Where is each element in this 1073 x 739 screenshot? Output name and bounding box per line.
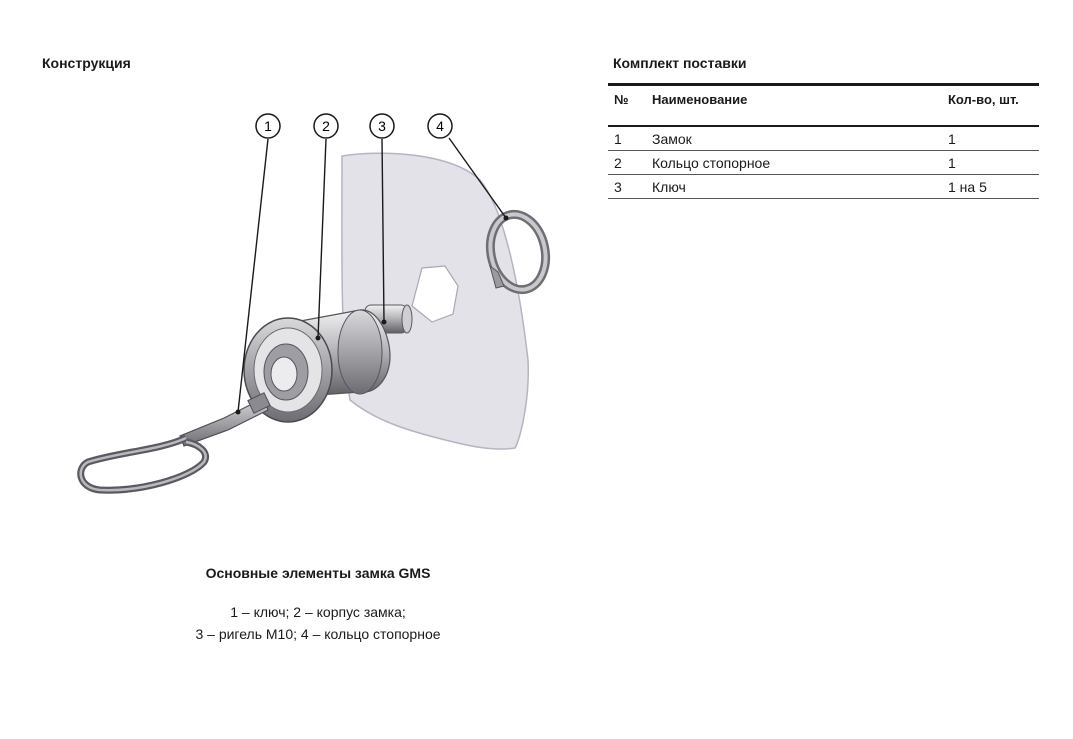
hex-hole — [411, 265, 459, 323]
figure-caption-line-2: 3 – ригель М10; 4 – кольцо стопорное — [195, 626, 441, 642]
svg-text:3: 3 — [378, 118, 386, 134]
svg-text:1: 1 — [264, 118, 272, 134]
table-row: 2 Кольцо стопорное 1 — [608, 150, 1039, 175]
section-title-delivery-set: Комплект поставки — [613, 55, 747, 71]
figure-caption-title: Основные элементы замка GMS — [205, 565, 431, 581]
cell-number: 2 — [608, 150, 646, 175]
table-row: 3 Ключ 1 на 5 — [608, 174, 1039, 199]
cell-quantity: 1 — [942, 150, 1039, 175]
cell-name: Замок — [646, 126, 942, 151]
column-header-number: № — [614, 92, 629, 107]
column-header-name: Наименование — [652, 92, 748, 107]
cell-quantity: 1 на 5 — [942, 174, 1039, 199]
column-header-quantity: Кол-во, шт. — [948, 92, 1019, 107]
key — [77, 392, 271, 494]
cell-number: 3 — [608, 174, 646, 199]
callout-1: 1 — [255, 113, 281, 139]
table-header-row: № Наименование Кол-во, шт. — [608, 84, 1039, 126]
lock-assembly-diagram: 1 2 3 4 — [77, 113, 551, 494]
callout-3: 3 — [369, 113, 395, 139]
cell-name: Кольцо стопорное — [646, 150, 942, 175]
lock-body — [243, 309, 391, 423]
leader-lines — [237, 137, 507, 413]
figure-caption-line-1: 1 – ключ; 2 – корпус замка; — [230, 604, 406, 620]
svg-text:2: 2 — [322, 118, 330, 134]
table-row: 1 Замок 1 — [608, 126, 1039, 151]
cell-quantity: 1 — [942, 126, 1039, 151]
leader-dots — [235, 215, 509, 415]
callout-4: 4 — [427, 113, 453, 139]
section-title-construction: Конструкция — [42, 55, 131, 71]
cell-number: 1 — [608, 126, 646, 151]
callout-2: 2 — [313, 113, 339, 139]
cell-name: Ключ — [646, 174, 942, 199]
svg-text:4: 4 — [436, 118, 444, 134]
delivery-set-table: № Наименование Кол-во, шт. 1 Замок 1 2 К… — [608, 83, 1039, 199]
retaining-ring — [485, 209, 551, 295]
